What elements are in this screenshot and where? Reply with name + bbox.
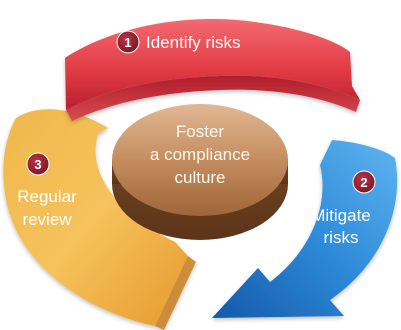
step-2-number: 2 — [360, 175, 367, 190]
center-title-line-1: Foster — [176, 122, 225, 141]
center-disc: Foster a compliance culture — [112, 104, 288, 240]
step-3-text-line-2: review — [22, 210, 72, 229]
step-1-badge — [116, 30, 140, 54]
step-2-text-line-1: Mitigate — [311, 206, 371, 225]
step-2-arc — [212, 140, 398, 318]
center-title-line-2: a compliance — [150, 145, 250, 164]
step-2-badge — [352, 170, 376, 194]
step-3-number: 3 — [34, 157, 41, 172]
center-title-line-3: culture — [174, 168, 225, 187]
step-3-label: 3 Regular review — [17, 152, 77, 229]
step-3-badge — [26, 152, 50, 176]
step-2-text-line-2: risks — [324, 228, 359, 247]
step-1-label: 1 Identify risks — [116, 30, 240, 54]
step-1-text: Identify risks — [146, 33, 240, 52]
step-1-number: 1 — [124, 35, 131, 50]
step-3-text-line-1: Regular — [17, 187, 77, 206]
step-2-label: 2 Mitigate risks — [311, 170, 376, 247]
